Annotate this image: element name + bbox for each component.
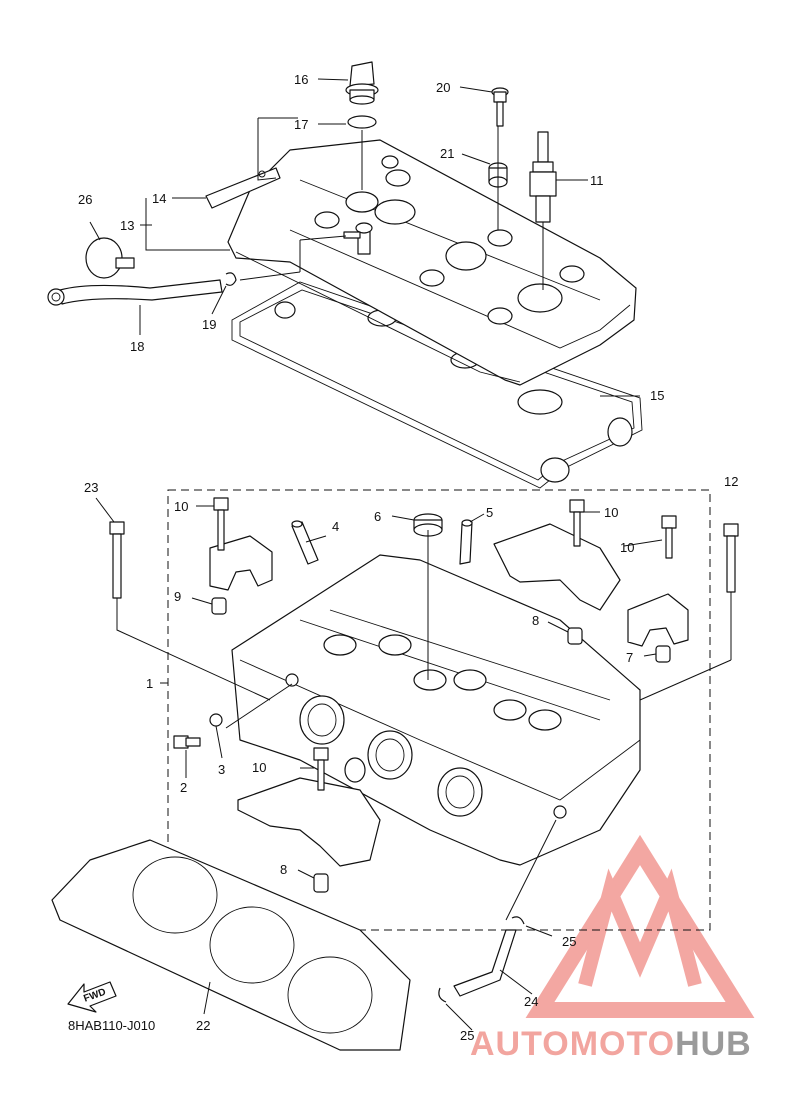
label-2: 2 bbox=[180, 780, 187, 795]
stud-pin-5 bbox=[459, 519, 473, 565]
label-17: 17 bbox=[294, 117, 308, 132]
label-16: 16 bbox=[294, 72, 308, 87]
label-5: 5 bbox=[486, 505, 493, 520]
cam-cap-bottom bbox=[237, 777, 381, 867]
watermark-text: AUTOMOTOHUB bbox=[470, 1025, 752, 1063]
label-10-d: 10 bbox=[252, 760, 266, 775]
label-13: 13 bbox=[120, 218, 134, 233]
label-10-c: 10 bbox=[620, 540, 634, 555]
o-ring bbox=[347, 115, 377, 129]
long-bolt-12 bbox=[723, 523, 739, 593]
label-20: 20 bbox=[436, 80, 450, 95]
dowel-pin-9 bbox=[211, 597, 227, 615]
cover-gasket bbox=[231, 281, 643, 489]
label-25-a: 25 bbox=[562, 934, 576, 949]
breather-hose bbox=[47, 279, 223, 306]
hose-clamp bbox=[85, 237, 135, 279]
cam-cap-left bbox=[209, 535, 273, 591]
watermark-text-primary: AUTOMOTO bbox=[470, 1025, 675, 1063]
label-12: 12 bbox=[724, 474, 738, 489]
label-14: 14 bbox=[152, 191, 166, 206]
label-25-b: 25 bbox=[460, 1028, 474, 1043]
cam-cap-bolt-a bbox=[213, 497, 229, 551]
hose-clip-upper bbox=[511, 916, 525, 925]
label-18: 18 bbox=[130, 339, 144, 354]
head-gasket bbox=[51, 839, 411, 1051]
label-3: 3 bbox=[218, 762, 225, 777]
cylinder-head-cover bbox=[227, 139, 637, 386]
cam-cap-bolt-c bbox=[661, 515, 677, 559]
watermark-m-mark bbox=[578, 868, 702, 987]
stud-pin-4 bbox=[291, 520, 319, 565]
label-7: 7 bbox=[626, 650, 633, 665]
spark-plug bbox=[529, 131, 557, 230]
label-8-b: 8 bbox=[280, 862, 287, 877]
label-24: 24 bbox=[524, 994, 538, 1009]
label-21: 21 bbox=[440, 146, 454, 161]
drain-plug bbox=[173, 735, 201, 749]
part-labels: 16 17 20 21 11 14 13 26 18 19 15 23 12 1… bbox=[78, 72, 738, 1043]
label-8-a: 8 bbox=[532, 613, 539, 628]
cover-bracket bbox=[205, 167, 281, 209]
fwd-arrow-icon: FWD bbox=[67, 981, 117, 1013]
cam-cap-right-upper bbox=[493, 523, 621, 611]
label-6: 6 bbox=[374, 509, 381, 524]
label-23: 23 bbox=[84, 480, 98, 495]
hose-clip-lower bbox=[438, 987, 447, 1003]
cylinder-head-assembly bbox=[167, 489, 711, 931]
coolant-hose bbox=[453, 929, 517, 997]
label-11: 11 bbox=[590, 173, 604, 188]
valve-cover-assembly bbox=[227, 139, 643, 489]
label-26: 26 bbox=[78, 192, 92, 207]
dowel-pin-8-upper bbox=[567, 627, 583, 645]
label-22: 22 bbox=[196, 1018, 210, 1033]
watermark-text-secondary: HUB bbox=[675, 1025, 752, 1063]
long-bolt-23 bbox=[109, 521, 125, 599]
hose-clip bbox=[225, 272, 237, 286]
plug-washer bbox=[209, 713, 223, 727]
cam-cap-bolt-d bbox=[313, 747, 329, 791]
leader-lines bbox=[89, 78, 732, 1031]
diagram-code: 8HAB110-J010 bbox=[68, 1018, 155, 1033]
label-10-b: 10 bbox=[604, 505, 618, 520]
cam-cap-right-lower bbox=[627, 593, 689, 647]
dowel-pin-8-lower bbox=[313, 873, 329, 893]
cover-bolt bbox=[491, 87, 509, 127]
label-9: 9 bbox=[174, 589, 181, 604]
oil-filler-cap bbox=[345, 61, 379, 105]
cam-cap-bolt-b bbox=[569, 499, 585, 547]
label-19: 19 bbox=[202, 317, 216, 332]
dowel-pin-7 bbox=[655, 645, 671, 663]
label-15: 15 bbox=[650, 388, 664, 403]
label-4: 4 bbox=[332, 519, 339, 534]
label-1: 1 bbox=[146, 676, 153, 691]
label-10-a: 10 bbox=[174, 499, 188, 514]
